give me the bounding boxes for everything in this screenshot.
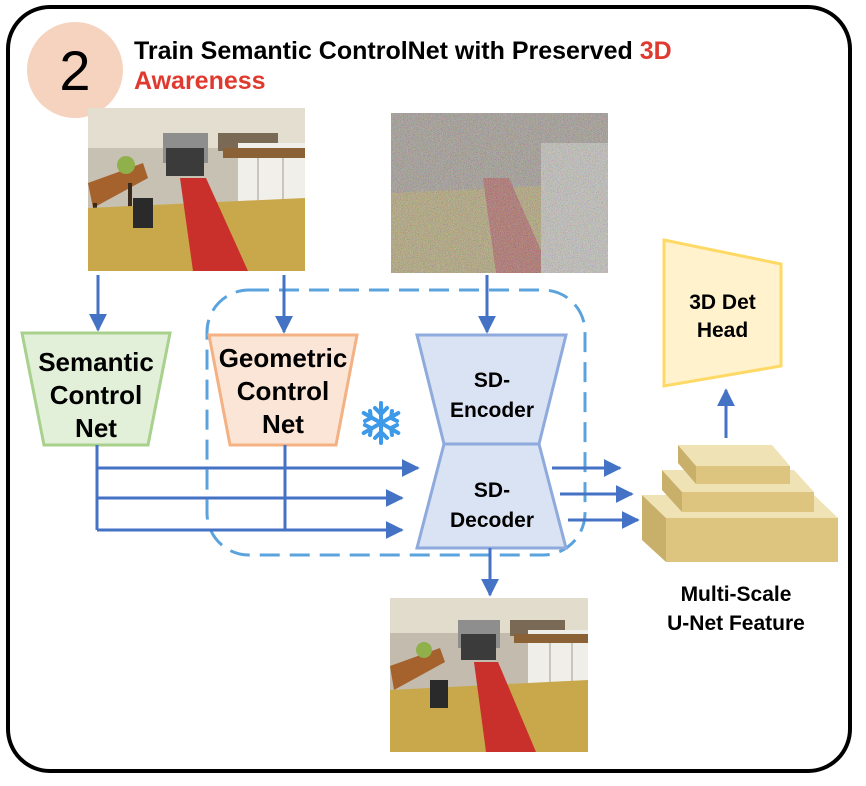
output-image [390,598,588,752]
step-number-badge: 2 [27,22,123,118]
sd-decoder-label: SD- Decoder [449,479,535,532]
noisy-input-image [391,113,608,273]
det-head-block [662,238,783,388]
multi-scale-feature-stack [642,445,838,562]
flow-arrows [89,275,735,597]
panel-frame [6,5,852,773]
feature-caption: Multi-Scale U-Net Feature [667,583,805,635]
semantic-control-net-label: Semantic Control Net [38,347,154,443]
step-number: 2 [59,38,91,102]
kitchen-output-photo [390,598,588,752]
snowflake-icon [361,401,401,445]
input-image [88,108,305,271]
title-line2: Awareness [134,67,266,95]
geometric-control-net-label: Geometric Control Net [218,343,348,439]
kitchen-photo [88,108,305,271]
semantic-control-net-block [20,331,172,447]
sd-encoder-label: SD- Encoder [449,369,535,422]
panel-title: Train Semantic ControlNet with Preserved… [134,36,774,96]
title-accent: 3D [639,37,672,65]
det-head-label: 3D Det Head [689,291,756,342]
title-main: Train Semantic ControlNet with Preserved [134,37,633,65]
geometric-control-net-block [207,333,359,447]
frozen-region-frame [205,288,587,557]
noise-photo [391,113,608,273]
sd-decoder-block [415,442,568,550]
